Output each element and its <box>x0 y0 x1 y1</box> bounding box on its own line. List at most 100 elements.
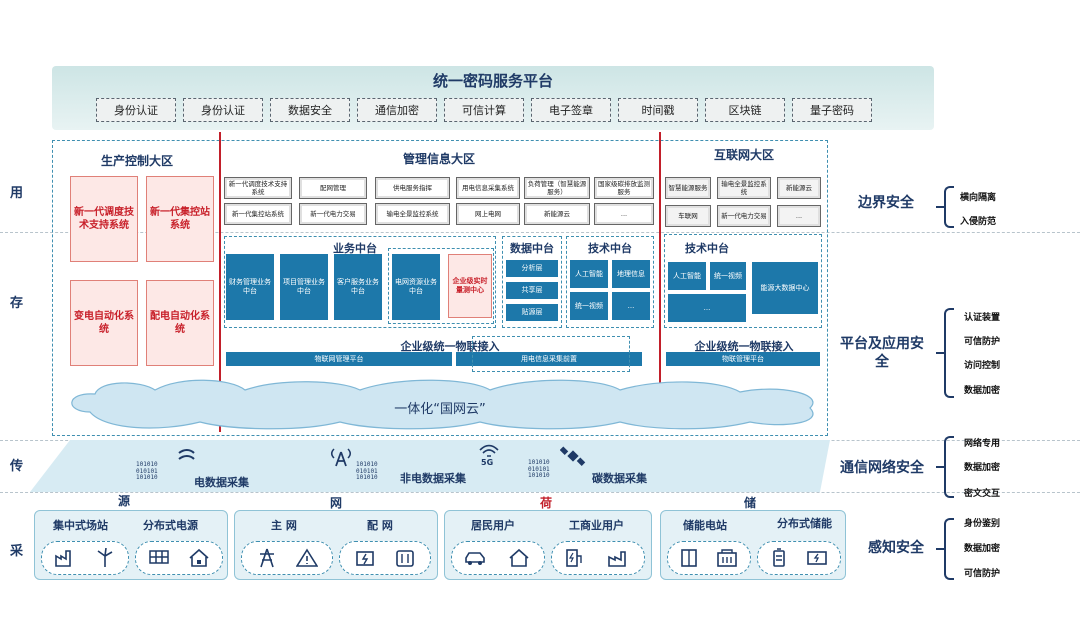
layer-label-store: 存 <box>10 296 24 311</box>
data-center-title: 数据中台 <box>510 242 554 255</box>
icon-pill <box>757 541 841 575</box>
service-identity-auth: 身份认证 <box>96 98 176 122</box>
icon-pill <box>551 541 645 575</box>
power-bank-icon <box>807 551 827 565</box>
realtime-measure-center-box: 企业级实时量测中心 <box>448 254 492 318</box>
boundary-security-label: 边界安全 <box>858 195 914 211</box>
internet-system: 输电全景监控系统 <box>717 177 771 199</box>
solar-panel-icon <box>149 550 169 564</box>
power-data-collection-label: 电数据采集 <box>194 476 249 489</box>
state-grid-cloud <box>71 379 814 430</box>
carbon-data-collection-label: 碳数据采集 <box>592 472 647 485</box>
binary-stream: 101010 010101 101010 <box>136 461 158 482</box>
source-heading: 源 <box>118 494 131 508</box>
mgmt-system: 新能源云 <box>524 203 590 225</box>
storage-container-icon <box>717 549 737 567</box>
internet-video-box: 统一视频 <box>710 262 746 290</box>
mgmt-system: 负荷管理（智慧能源服务） <box>524 177 590 199</box>
main-grid-label: 主 网 <box>271 519 297 532</box>
source-group: 集中式场站 分布式电源 <box>34 510 228 580</box>
internet-iot-platform: 物联管理平台 <box>666 352 820 366</box>
load-group: 居民用户 工商业用户 <box>444 510 652 580</box>
security-item: 数据加密 <box>964 544 1001 554</box>
house-energy-icon <box>189 548 209 567</box>
service-data-security: 数据安全 <box>270 98 350 122</box>
icon-pill <box>41 541 129 575</box>
cloud-label: 一体化“国网云” <box>394 402 486 417</box>
radio-tower-icon <box>331 448 351 467</box>
security-item: 身份鉴别 <box>964 519 1001 529</box>
internet-tech-title: 技术中台 <box>685 242 729 255</box>
icon-pill <box>135 541 223 575</box>
iot-access-subframe <box>472 336 630 372</box>
transmission-tower-icon <box>260 548 274 568</box>
service-timestamp: 时间戳 <box>618 98 698 122</box>
internet-zone-title: 互联网大区 <box>713 148 774 162</box>
customer-center-box: 客户服务业务中台 <box>334 254 382 320</box>
security-item: 可信防护 <box>964 337 1001 347</box>
security-item: 横向隔离 <box>960 193 997 203</box>
battery-cabinet-icon <box>681 549 697 567</box>
centralized-station-label: 集中式场站 <box>53 519 108 532</box>
security-item: 数据加密 <box>964 386 1001 396</box>
residential-user-label: 居民用户 <box>471 519 515 532</box>
storage-heading: 储 <box>744 496 757 510</box>
grid-heading: 网 <box>330 496 343 510</box>
crypto-service-banner: 统一密码服务平台 身份认证 身份认证 数据安全 通信加密 可信计算 电子签章 时… <box>52 66 934 130</box>
internet-system: 车联网 <box>665 205 711 227</box>
service-blockchain: 区块链 <box>705 98 785 122</box>
charging-station-icon <box>566 549 582 567</box>
transformer-icon <box>356 551 374 566</box>
warning-sign-icon <box>296 548 318 567</box>
icon-pill <box>667 541 751 575</box>
service-comm-encryption: 通信加密 <box>357 98 437 122</box>
business-center-subframe <box>388 248 494 324</box>
geo-info-box: 地理信息 <box>612 260 650 288</box>
business-center-title: 业务中台 <box>333 242 377 255</box>
service-identity-auth-2: 身份认证 <box>183 98 263 122</box>
internet-system: 智慧能源服务 <box>665 177 711 199</box>
electric-car-icon <box>465 552 485 565</box>
mgmt-system: 新一代调度技术支持系统 <box>224 177 292 199</box>
control-station-box: 新一代集控站系统 <box>146 176 214 262</box>
service-trusted-computing: 可信计算 <box>444 98 524 122</box>
distribution-grid-label: 配 网 <box>367 519 393 532</box>
grid-group: 主 网 配 网 <box>234 510 438 580</box>
tech-center-title: 技术中台 <box>588 242 632 255</box>
more-box: ... <box>612 292 650 320</box>
layer-label-use: 用 <box>10 186 24 201</box>
5g-label: 5G <box>481 458 494 467</box>
satellite-icon <box>560 446 586 466</box>
substation-automation-box: 变电自动化系统 <box>70 280 138 366</box>
bracket-tick <box>936 466 944 468</box>
dispatch-system-box: 新一代调度技术支持系统 <box>70 176 138 262</box>
project-center-box: 项目管理业务中台 <box>280 254 328 320</box>
layer-label-transmit: 传 <box>10 459 24 474</box>
management-zone-title: 管理信息大区 <box>402 152 475 166</box>
mgmt-system: 输电全景监控系统 <box>375 203 450 225</box>
security-item: 密文交互 <box>964 489 1001 499</box>
internet-system: 新一代电力交易 <box>717 205 771 227</box>
mgmt-system: 新一代电力交易 <box>299 203 367 225</box>
battery-icon <box>773 548 785 567</box>
home-icon <box>509 548 529 567</box>
zone-divider-right <box>659 132 661 428</box>
iot-management-platform: 物联网管理平台 <box>226 352 452 366</box>
transmission-band <box>30 440 830 492</box>
platform-security-label: 平台及应用安全 <box>840 336 924 370</box>
security-item: 数据加密 <box>964 463 1001 473</box>
zone-divider-left <box>219 132 221 432</box>
security-item: 网络专用 <box>964 439 1001 449</box>
layer-label-collect: 采 <box>10 544 24 559</box>
icon-pill <box>451 541 545 575</box>
iot-access-title: 企业级统一物联接入 <box>400 340 500 353</box>
icon-pill <box>339 541 431 575</box>
sensing-security-label: 感知安全 <box>868 540 924 556</box>
business-center-frame <box>224 236 496 328</box>
source-layer-box: 贴源层 <box>506 304 558 321</box>
unified-video-box: 统一视频 <box>570 292 608 320</box>
power-collection-frontend: 用电信息采集前置 <box>456 352 642 366</box>
energy-bigdata-center-box: 能源大数据中心 <box>752 262 818 314</box>
analysis-layer-box: 分析层 <box>506 260 558 277</box>
data-center-frame <box>502 236 562 328</box>
